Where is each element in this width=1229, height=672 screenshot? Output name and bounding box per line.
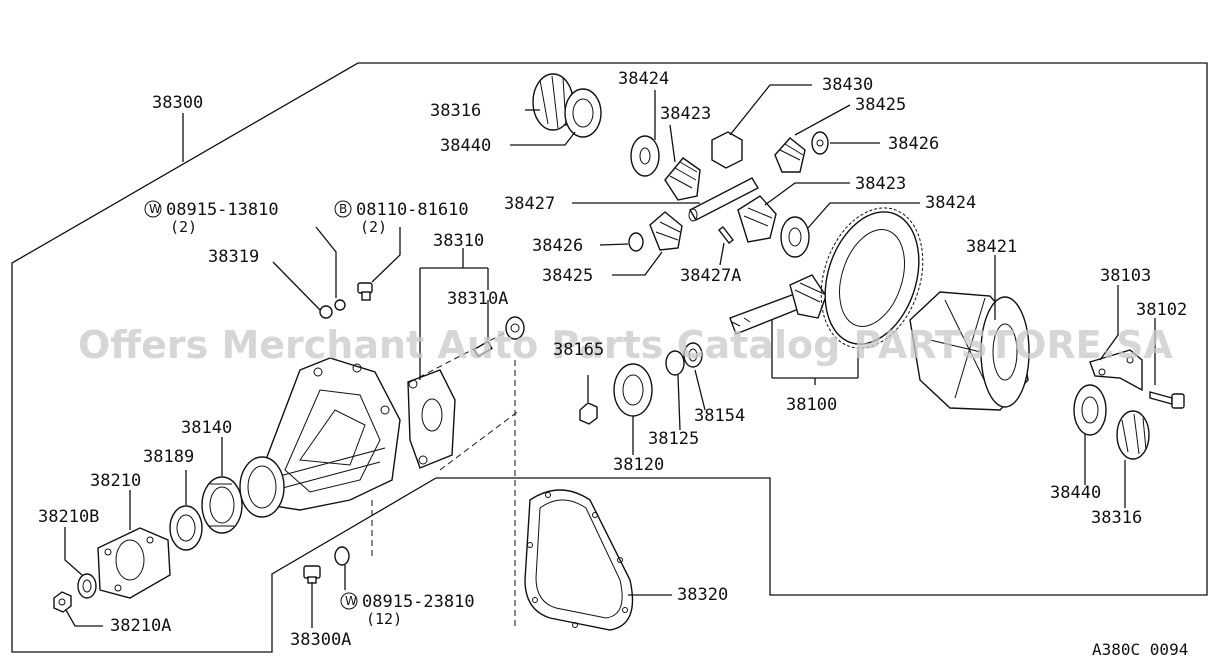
bolt-38102 <box>1149 391 1185 409</box>
label-38140: 38140 <box>181 418 232 438</box>
label-38424-lower: 38424 <box>925 193 976 213</box>
part-labels: 38300 38316 38440 38424 38423 38430 3842… <box>38 69 1187 650</box>
bolt-symbol-icon <box>334 200 352 218</box>
fastener-prefix: B <box>339 202 347 216</box>
diagram-code: A380C 0094 <box>1092 640 1188 659</box>
pinion-mate-lower <box>649 211 683 251</box>
pinion-washer-top <box>811 131 829 155</box>
side-bearing-top <box>532 73 602 138</box>
label-38425-top: 38425 <box>855 95 906 115</box>
bolt-08110 <box>357 282 373 301</box>
label-38300A: 38300A <box>290 630 351 650</box>
label-38440-top: 38440 <box>440 136 491 156</box>
label-38102: 38102 <box>1136 300 1187 320</box>
watermark: Offers Merchant Auto Parts Catalog PARTS… <box>78 323 1173 367</box>
fastener-part-number: 08110-81610 <box>356 200 469 220</box>
bracket-38103 <box>1089 349 1143 392</box>
centerline-1 <box>409 324 521 383</box>
pinion-bearing-38140 <box>201 476 243 534</box>
washer-38319 <box>319 299 346 319</box>
label-38423-top: 38423 <box>660 104 711 124</box>
label-38425-lower: 38425 <box>542 266 593 286</box>
fastener-prefix: W <box>149 202 161 216</box>
washer-symbol-icon <box>340 592 358 610</box>
fastener-part-number: 08915-13810 <box>166 200 279 220</box>
assembly-frame <box>11 62 1208 653</box>
label-38427A: 38427A <box>680 266 741 286</box>
label-38427: 38427 <box>504 194 555 214</box>
label-38120: 38120 <box>613 455 664 475</box>
shim-38125 <box>665 350 685 376</box>
label-38423-lower: 38423 <box>855 174 906 194</box>
fastener-part-number: 08915-23810 <box>362 592 475 612</box>
ring-gear <box>820 207 924 349</box>
label-38426-lower: 38426 <box>532 236 583 256</box>
label-38154: 38154 <box>694 406 745 426</box>
spacer-38189 <box>169 505 203 551</box>
label-38316-top: 38316 <box>430 101 481 121</box>
label-38300: 38300 <box>152 93 203 113</box>
washer-38210B <box>77 573 97 599</box>
gasket-38320 <box>524 489 634 631</box>
fastener-qty: (12) <box>366 610 402 628</box>
label-38440-lower: 38440 <box>1050 483 1101 503</box>
pinion-washer-lower <box>628 232 644 252</box>
pinion-bearing-38120 <box>613 363 653 417</box>
adjuster-bolt <box>473 316 525 358</box>
centerline-2 <box>439 409 521 471</box>
bearing-cap <box>407 369 456 469</box>
side-gear-top <box>664 157 701 201</box>
label-38310A: 38310A <box>447 289 508 309</box>
label-38165: 38165 <box>553 340 604 360</box>
bolt-38300A <box>303 565 321 584</box>
label-38210: 38210 <box>90 471 141 491</box>
companion-flange-38210 <box>97 527 171 599</box>
label-38316-lower: 38316 <box>1091 508 1142 528</box>
label-38103: 38103 <box>1100 266 1151 286</box>
label-38426-top: 38426 <box>888 134 939 154</box>
drive-pinion <box>729 274 827 335</box>
side-gear-lower <box>737 195 777 243</box>
label-38430: 38430 <box>822 75 873 95</box>
fastener-callout-1: W 08915-13810 (2) <box>144 200 279 236</box>
thrust-block <box>711 131 743 169</box>
thrust-washer-top <box>630 135 660 177</box>
label-38320: 38320 <box>677 585 728 605</box>
label-38421: 38421 <box>966 237 1017 257</box>
label-38310: 38310 <box>433 231 484 251</box>
label-38210A: 38210A <box>110 616 171 636</box>
pinion-mate-top <box>774 137 806 173</box>
nut-38210A <box>53 591 72 613</box>
label-38210B: 38210B <box>38 507 99 527</box>
label-38424-top: 38424 <box>618 69 669 89</box>
label-38100: 38100 <box>786 395 837 415</box>
fastener-callout-3: W 08915-23810 (12) <box>340 592 475 628</box>
washer-symbol-icon <box>144 200 162 218</box>
spacer-38154 <box>683 342 703 368</box>
pinion-shaft <box>688 177 759 222</box>
nut-38165 <box>579 402 598 425</box>
carrier-housing <box>239 357 401 518</box>
thrust-washer-lower <box>780 216 810 258</box>
diff-case <box>909 291 1030 411</box>
lock-pin <box>718 226 734 244</box>
label-38319: 38319 <box>208 247 259 267</box>
label-38125: 38125 <box>648 429 699 449</box>
fastener-prefix: W <box>345 594 357 608</box>
washer-08915-b <box>334 546 350 566</box>
fastener-qty: (2) <box>170 218 197 236</box>
fastener-callout-2: B 08110-81610 (2) <box>334 200 469 236</box>
fastener-qty: (2) <box>360 218 387 236</box>
leader-lines <box>64 84 1156 628</box>
side-bearing-lower <box>1073 384 1150 460</box>
label-38189: 38189 <box>143 447 194 467</box>
